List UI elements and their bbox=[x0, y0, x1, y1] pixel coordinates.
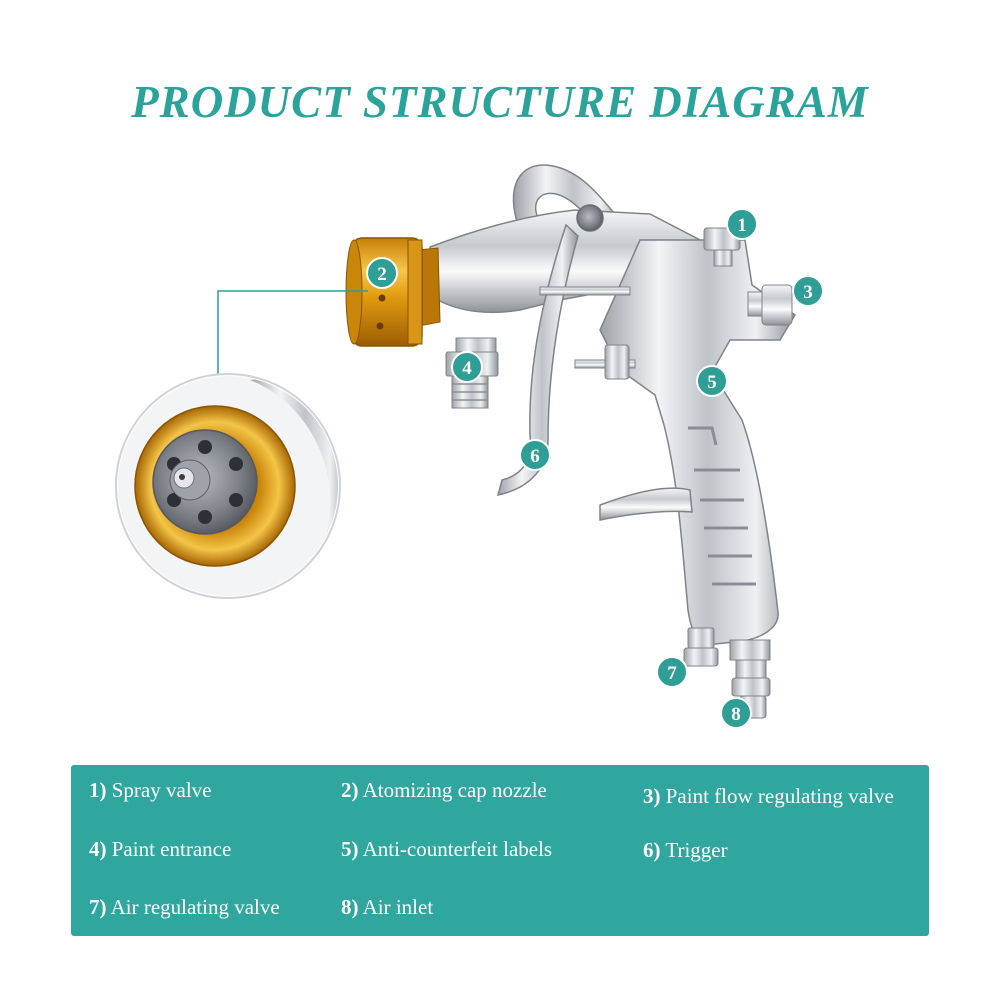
spray-gun-image bbox=[345, 164, 797, 719]
parts-legend: 1) Spray valve 2) Atomizing cap nozzle 3… bbox=[71, 765, 929, 936]
page-title: PRODUCT STRUCTURE DIAGRAM bbox=[131, 77, 869, 127]
legend-item-4: 4) Paint entrance bbox=[89, 837, 231, 862]
marker-5: 5 bbox=[696, 365, 728, 397]
legend-number: 2) bbox=[341, 778, 359, 802]
marker-1-label: 1 bbox=[737, 215, 747, 236]
marker-8: 8 bbox=[720, 697, 752, 729]
legend-label: Air inlet bbox=[362, 895, 434, 919]
marker-5-label: 5 bbox=[707, 372, 717, 393]
legend-number: 1) bbox=[89, 778, 107, 802]
marker-1: 1 bbox=[726, 208, 758, 240]
legend-number: 4) bbox=[89, 837, 107, 861]
legend-item-6: 6) Trigger bbox=[643, 838, 728, 863]
detail-connector-line bbox=[217, 290, 368, 375]
legend-number: 5) bbox=[341, 837, 359, 861]
legend-number: 8) bbox=[341, 895, 359, 919]
legend-label: Paint flow regulating valve bbox=[665, 784, 894, 808]
marker-4: 4 bbox=[451, 351, 483, 383]
nozzle-detail-image bbox=[115, 373, 341, 599]
legend-label: Trigger bbox=[665, 838, 728, 862]
marker-3: 3 bbox=[792, 275, 824, 307]
marker-4-label: 4 bbox=[462, 358, 472, 379]
legend-label: Paint entrance bbox=[111, 837, 232, 861]
legend-label: Spray valve bbox=[111, 778, 212, 802]
legend-label: Atomizing cap nozzle bbox=[362, 778, 547, 802]
marker-8-label: 8 bbox=[731, 704, 741, 725]
marker-7-label: 7 bbox=[667, 663, 677, 684]
legend-number: 7) bbox=[89, 895, 107, 919]
marker-6: 6 bbox=[519, 439, 551, 471]
legend-item-1: 1) Spray valve bbox=[89, 778, 211, 803]
marker-2-label: 2 bbox=[377, 264, 387, 285]
legend-item-8: 8) Air inlet bbox=[341, 895, 433, 920]
spray-gun-diagram: 1 2 3 4 5 6 7 8 bbox=[115, 164, 824, 729]
marker-6-label: 6 bbox=[530, 446, 540, 467]
marker-3-label: 3 bbox=[803, 282, 813, 303]
legend-item-5: 5) Anti-counterfeit labels bbox=[341, 837, 552, 862]
legend-label: Anti-counterfeit labels bbox=[362, 837, 553, 861]
legend-number: 6) bbox=[643, 838, 661, 862]
marker-2: 2 bbox=[366, 257, 398, 289]
legend-item-3: 3) Paint flow regulating valve bbox=[643, 784, 894, 809]
legend-item-7: 7) Air regulating valve bbox=[89, 895, 280, 920]
legend-label: Air regulating valve bbox=[110, 895, 280, 919]
marker-7: 7 bbox=[656, 656, 688, 688]
legend-number: 3) bbox=[643, 784, 661, 808]
legend-item-2: 2) Atomizing cap nozzle bbox=[341, 778, 547, 803]
